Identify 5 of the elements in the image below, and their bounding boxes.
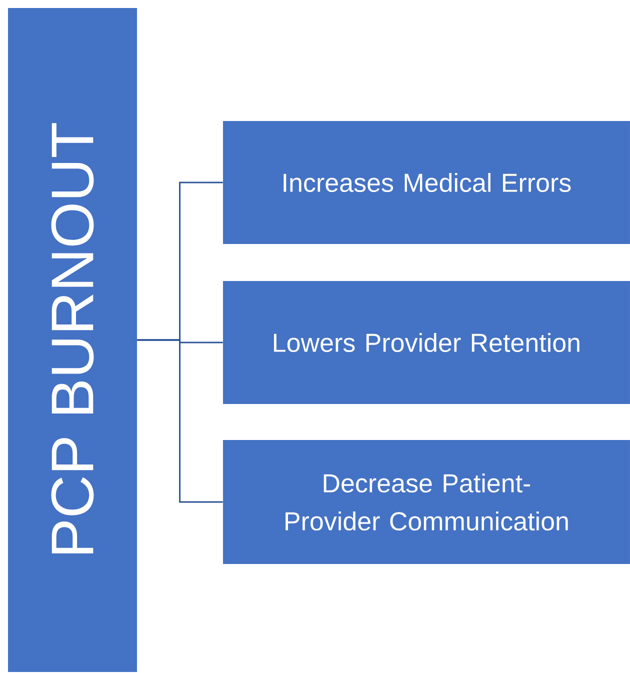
title-bar: PCP BURNOUT [8,8,137,672]
effect-box: Lowers Provider Retention [223,281,630,404]
connector [137,339,223,503]
effect-box: Decrease Patient-Provider Communication [223,440,630,564]
effect-box: Increases Medical Errors [223,121,630,244]
